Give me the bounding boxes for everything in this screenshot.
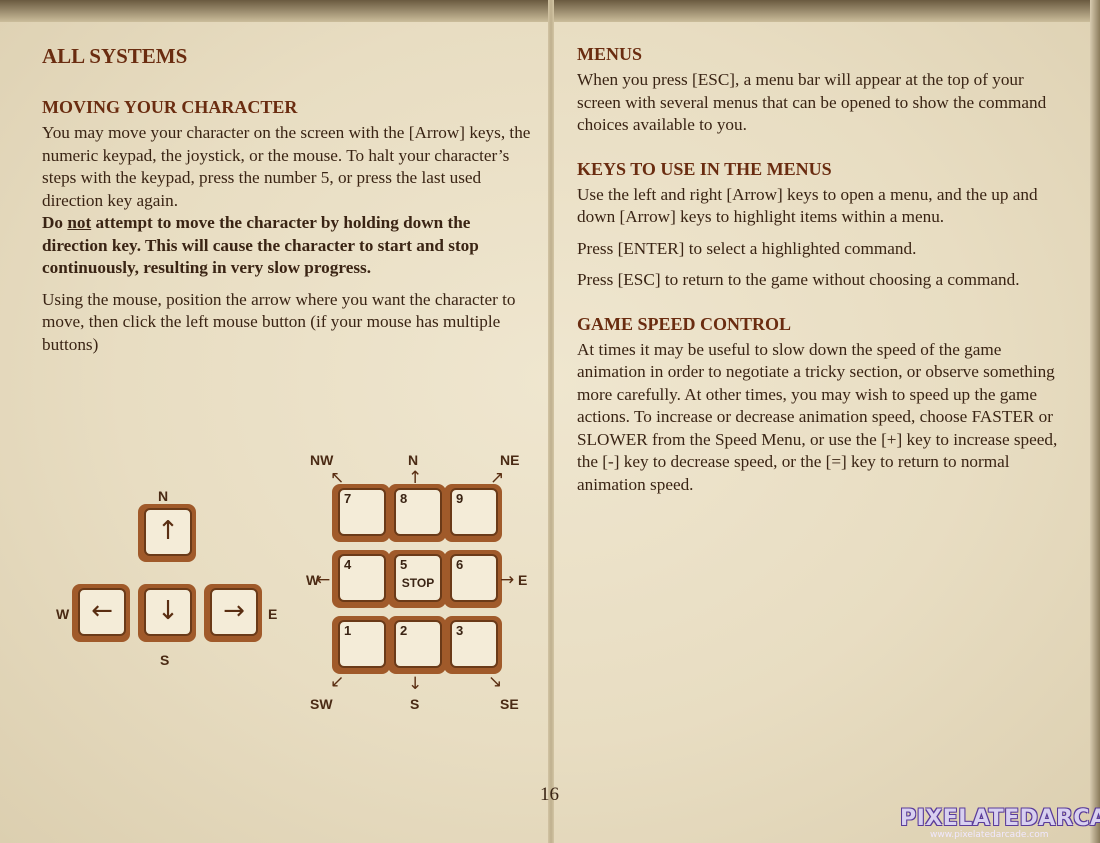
menus-heading: MENUS	[577, 44, 643, 64]
watermark-logo: PIXELATEDARCADE	[900, 806, 1100, 831]
se-pointer-icon: ↘	[488, 672, 503, 692]
warning-rest: attempt to move the character by holding…	[42, 213, 479, 277]
w-pointer-icon: ←	[316, 570, 331, 590]
keys-diagram: N ↑ W ← ↓ → E S NW ↖ N ↑ NE ↗ 7 8 9 W ← …	[48, 448, 538, 718]
keys-heading: KEYS TO USE IN THE MENUS	[577, 158, 832, 179]
keypad-key-3: 3	[444, 616, 502, 674]
speed-text: At times it may be useful to slow down t…	[577, 339, 1058, 494]
menus-text: When you press [ESC], a menu bar will ap…	[577, 70, 1047, 134]
warning-text: Do not attempt to move the character by …	[42, 212, 532, 280]
arrow-down-icon: ↓	[157, 596, 179, 626]
keypad-dir-ne: NE	[500, 452, 520, 468]
keypad-dir-sw: SW	[310, 696, 333, 712]
left-column: ALL SYSTEMS MOVING YOUR CHARACTER You ma…	[42, 44, 532, 356]
keypad-dir-nw: NW	[310, 452, 334, 468]
section-title: ALL SYSTEMS	[42, 44, 188, 68]
right-arrow-key: →	[204, 584, 262, 642]
warning-not: not	[67, 213, 92, 232]
nw-pointer-icon: ↖	[330, 468, 345, 488]
page-number: 16	[540, 784, 559, 805]
arrow-label-w: W	[56, 606, 70, 622]
stop-label: STOP	[401, 576, 435, 590]
keypad-key-4: 4	[332, 550, 390, 608]
keypad-dir-w: W	[306, 572, 320, 588]
arrow-right-icon: →	[223, 596, 245, 626]
ne-pointer-icon: ↗	[490, 468, 505, 488]
arrow-label-e: E	[268, 606, 278, 622]
book-spine	[548, 0, 554, 843]
keypad-dir-s: S	[410, 696, 420, 712]
enter-text: Press [ENTER] to select a highlighted co…	[577, 238, 917, 258]
watermark-url: www.pixelatedarcade.com	[930, 830, 1049, 840]
esc-text: Press [ESC] to return to the game withou…	[577, 270, 1020, 289]
arrow-up-icon: ↑	[157, 516, 179, 546]
s-pointer-icon: ↓	[408, 674, 423, 694]
down-arrow-key: ↓	[138, 584, 196, 642]
keypad-key-1: 1	[332, 616, 390, 674]
right-column: MENUS When you press [ESC], a menu bar w…	[577, 44, 1061, 496]
keypad-dir-se: SE	[500, 696, 519, 712]
mouse-text: Using the mouse, position the arrow wher…	[42, 289, 516, 354]
sw-pointer-icon: ↙	[330, 672, 345, 692]
arrow-left-icon: ←	[91, 596, 113, 626]
arrow-label-s: S	[160, 652, 170, 668]
moving-text: You may move your character on the scree…	[42, 123, 531, 210]
keypad-key-6: 6	[444, 550, 502, 608]
keypad-key-8: 8	[388, 484, 446, 542]
speed-heading: GAME SPEED CONTROL	[577, 313, 792, 334]
keys-text: Use the left and right [Arrow] keys to o…	[577, 184, 1038, 227]
left-arrow-key: ←	[72, 584, 130, 642]
keypad-dir-n: N	[408, 452, 419, 468]
up-arrow-key: ↑	[138, 504, 196, 562]
e-pointer-icon: →	[500, 570, 515, 590]
moving-heading: MOVING YOUR CHARACTER	[42, 97, 298, 117]
keypad-dir-e: E	[518, 572, 528, 588]
warning-do: Do	[42, 213, 68, 232]
keypad-key-2: 2	[388, 616, 446, 674]
keypad-key-7: 7	[332, 484, 390, 542]
page-right-edge	[1090, 0, 1100, 843]
arrow-label-n: N	[158, 488, 169, 504]
keypad-key-9: 9	[444, 484, 502, 542]
n-pointer-icon: ↑	[408, 468, 423, 488]
